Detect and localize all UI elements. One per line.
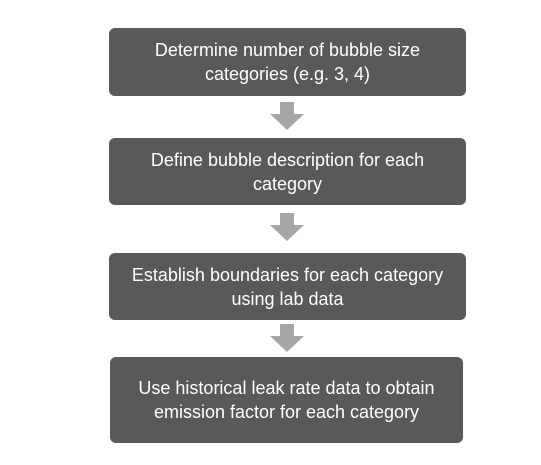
flow-step-label: Establish boundaries for each category u… xyxy=(131,264,444,309)
flow-step-determine-categories: Determine number of bubble size categori… xyxy=(109,28,466,96)
flow-step-label: Use historical leak rate data to obtain … xyxy=(138,378,435,422)
down-arrow-icon xyxy=(270,324,304,352)
down-arrow-icon xyxy=(270,213,304,241)
down-arrow-icon xyxy=(270,102,304,130)
flow-step-emission-factor: Use historical leak rate data to obtain … xyxy=(110,357,463,443)
flow-step-label: Determine number of bubble size categori… xyxy=(154,40,421,84)
flow-step-define-description: Define bubble description for each categ… xyxy=(109,138,466,205)
flow-step-label: Define bubble description for each categ… xyxy=(150,149,425,194)
flow-step-establish-boundaries: Establish boundaries for each category u… xyxy=(109,253,466,320)
